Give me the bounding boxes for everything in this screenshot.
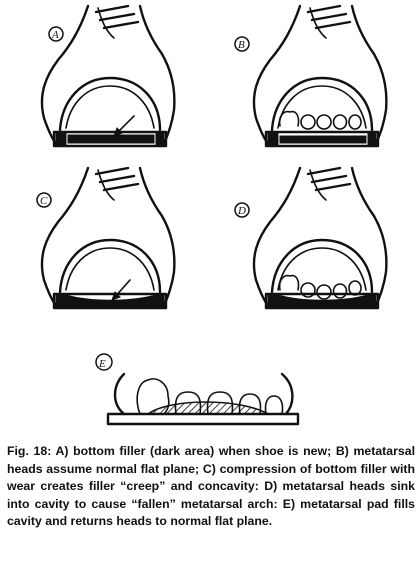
panel-b-drawing: B bbox=[234, 4, 388, 148]
panel-label-b: B bbox=[238, 39, 245, 51]
panel-label-b-circle bbox=[234, 36, 250, 52]
panel-a-drawing: A bbox=[40, 4, 176, 148]
panel-label-a-circle bbox=[48, 26, 64, 42]
panel-label-e-circle bbox=[95, 353, 113, 371]
figure-18-illustration: A B C D bbox=[36, 4, 388, 426]
panel-label-a: A bbox=[51, 29, 59, 41]
panel-d-drawing: D bbox=[234, 166, 388, 310]
panel-c-drawing: C bbox=[36, 166, 176, 310]
panel-label-d-circle bbox=[234, 202, 250, 218]
panel-label-c-circle bbox=[36, 192, 52, 208]
panel-label-c: C bbox=[40, 195, 48, 207]
panel-e-drawing: E bbox=[95, 353, 300, 426]
panel-label-e: E bbox=[98, 358, 106, 370]
panel-label-d: D bbox=[237, 205, 246, 217]
figure-caption: Fig. 18: A) bottom filler (dark area) wh… bbox=[7, 444, 415, 529]
